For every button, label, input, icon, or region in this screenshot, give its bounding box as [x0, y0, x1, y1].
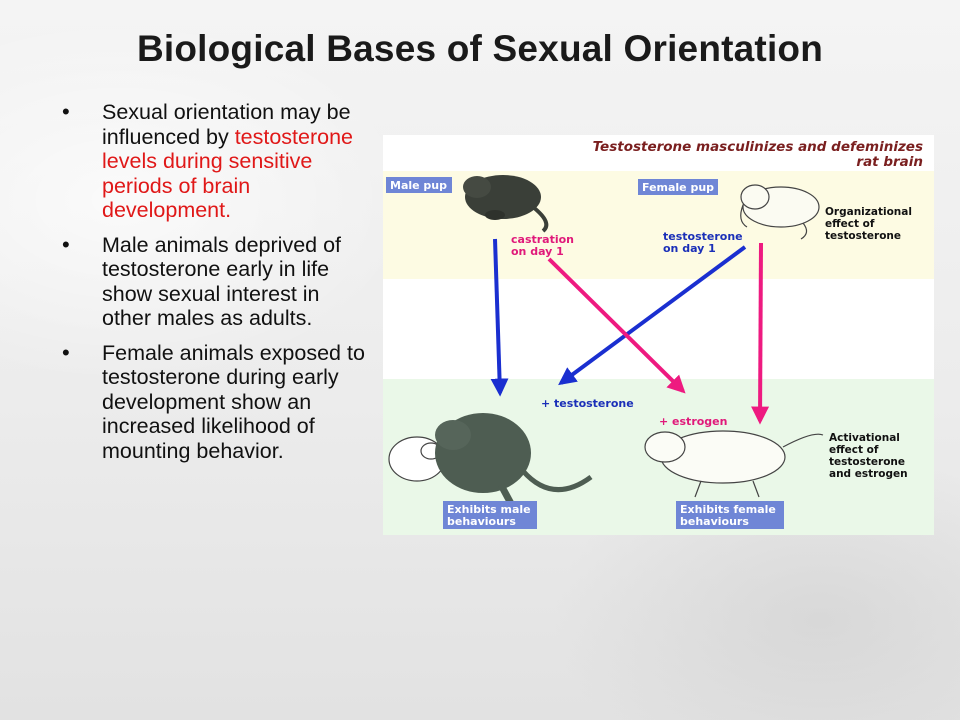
bullet-item: Sexual orientation may be influenced by … [62, 100, 372, 223]
bullet-item: Female animals exposed to testosterone d… [62, 341, 372, 464]
activational-label-2: effect of [829, 444, 879, 456]
exhibits-female-box [676, 501, 784, 529]
organizational-label-1: Organizational [825, 206, 912, 218]
arrow-testosterone-to-male [558, 245, 747, 386]
activational-label-4: and estrogen [829, 468, 908, 480]
bullet-highlight: testosterone levels during sensitive per… [102, 124, 354, 223]
arrow-castration-to-female [547, 257, 686, 394]
castration-label-1: castration [511, 233, 574, 246]
female-pup-label: Female pup [642, 181, 714, 194]
female-pup-box [638, 179, 718, 195]
castration-label-2: on day 1 [511, 245, 564, 258]
testosterone-day-label-1: testosterone [663, 230, 743, 243]
exhibits-female-label-2: behaviours [680, 515, 749, 528]
exhibits-female-label-1: Exhibits female [680, 503, 776, 516]
female-pup-image [740, 184, 820, 240]
male-pup-image [463, 175, 549, 233]
exhibits-male-label-1: Exhibits male [447, 503, 531, 516]
activational-label-3: testosterone [829, 456, 905, 468]
arrow-female-down [751, 242, 770, 425]
adult-female-rat-image [644, 430, 824, 498]
organizational-label-3: testosterone [825, 230, 901, 242]
slide-title: Biological Bases of Sexual Orientation [136, 28, 824, 69]
testosterone-day-label-2: on day 1 [663, 242, 716, 255]
bullet-item: Male animals deprived of testosterone ea… [62, 233, 372, 331]
organizational-label-2: effect of [825, 218, 875, 230]
activational-label-1: Activational [829, 432, 900, 444]
bullet-list: Sexual orientation may be influenced by … [62, 100, 372, 473]
bullet-text: Male animals deprived of testosterone ea… [102, 232, 342, 331]
bullet-text: Female animals exposed to testosterone d… [102, 340, 365, 463]
arrow-male-down [490, 238, 509, 397]
adult-male-rats-image [388, 413, 593, 513]
band-middle [383, 279, 934, 379]
figure-title-line2: rat brain [856, 154, 923, 170]
exhibits-male-label-2: behaviours [447, 515, 516, 528]
figure-title-line1: Testosterone masculinizes and defeminize… [593, 139, 923, 155]
plus-estrogen-label: + estrogen [659, 415, 727, 428]
male-pup-box [386, 177, 452, 193]
exhibits-male-box [443, 501, 537, 529]
bullet-text: Sexual orientation may be influenced by [102, 100, 351, 149]
male-pup-label: Male pup [390, 179, 447, 192]
rat-brain-figure: Testosterone masculinizes and defeminize… [383, 135, 934, 535]
figure-canvas: Testosterone masculinizes and defeminize… [383, 139, 934, 535]
plus-testosterone-label: + testosterone [541, 397, 634, 410]
